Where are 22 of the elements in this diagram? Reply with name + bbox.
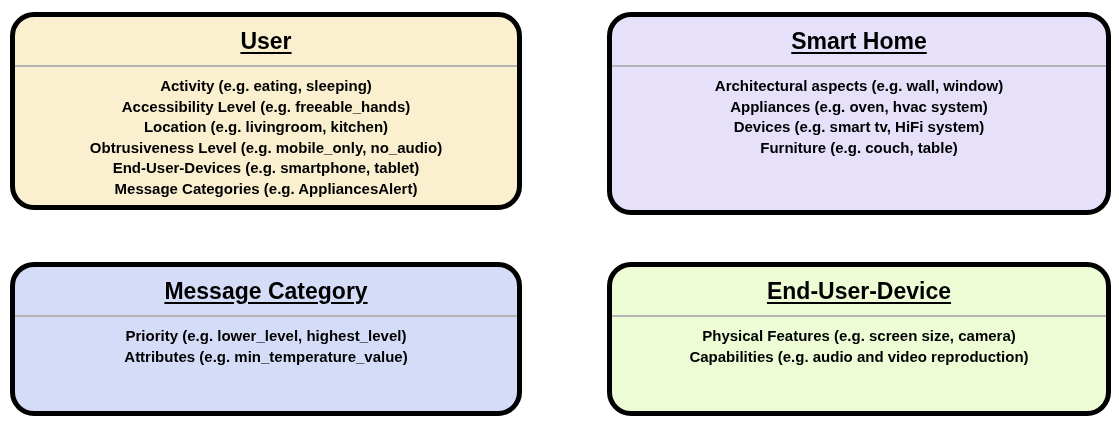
attribute-text: Architectural aspects (e.g. wall, window) [714, 76, 1004, 96]
class-box [10, 262, 522, 416]
attribute-text: Message Categories (e.g. AppliancesAlert) [114, 178, 418, 199]
attribute-text: Furniture (e.g. couch, table) [760, 137, 958, 158]
attribute-text: Devices (e.g. smart tv, HiFi system) [733, 117, 985, 137]
attribute-text: Attributes (e.g. min_temperature_value) [124, 346, 408, 367]
attribute-text: Physical Features (e.g. screen size, camera) [702, 326, 1016, 346]
attribute-text: End-User-Devices (e.g. smartphone, tablet) [112, 158, 420, 178]
box-title: User [240, 27, 292, 55]
attribute-text: Appliances (e.g. oven, hvac system) [730, 96, 988, 117]
attribute-text: Location (e.g. livingroom, kitchen) [143, 117, 389, 137]
attribute-text: Accessibility Level (e.g. freeable_hands) [121, 96, 411, 117]
class-box [607, 12, 1111, 215]
class-box [607, 262, 1111, 416]
attribute-text: Obtrusiveness Level (e.g. mobile_only, no_audio) [89, 137, 443, 158]
box-title: Smart Home [791, 27, 927, 55]
box-title: End-User-Device [766, 277, 952, 305]
attribute-text: Priority (e.g. lower_level, highest_level) [125, 326, 407, 346]
attribute-text: Capabilities (e.g. audio and video reproduction) [689, 346, 1029, 367]
class-box [10, 12, 522, 210]
box-title: Message Category [164, 277, 368, 305]
attribute-text: Activity (e.g. eating, sleeping) [160, 76, 372, 96]
